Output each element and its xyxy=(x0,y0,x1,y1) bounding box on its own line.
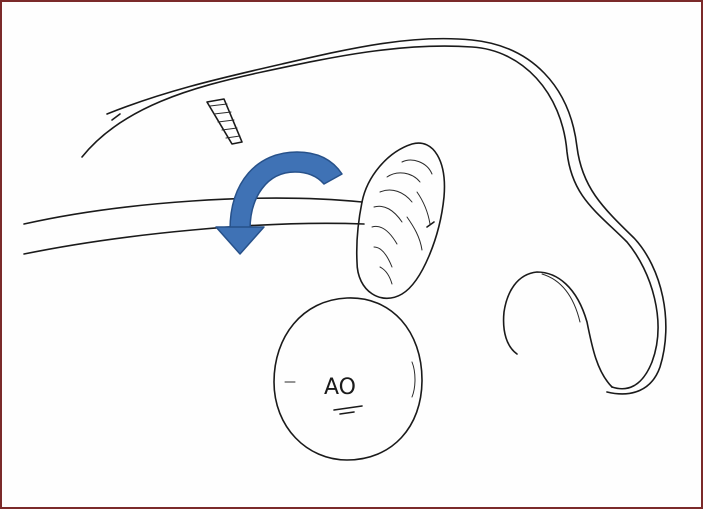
aorta-label: AO xyxy=(324,375,356,400)
curved-vessel xyxy=(82,39,666,394)
straight-tube xyxy=(24,198,364,254)
oval-structure xyxy=(357,143,445,298)
blue-curved-arrow xyxy=(216,152,342,254)
hatched-mark xyxy=(207,99,242,144)
